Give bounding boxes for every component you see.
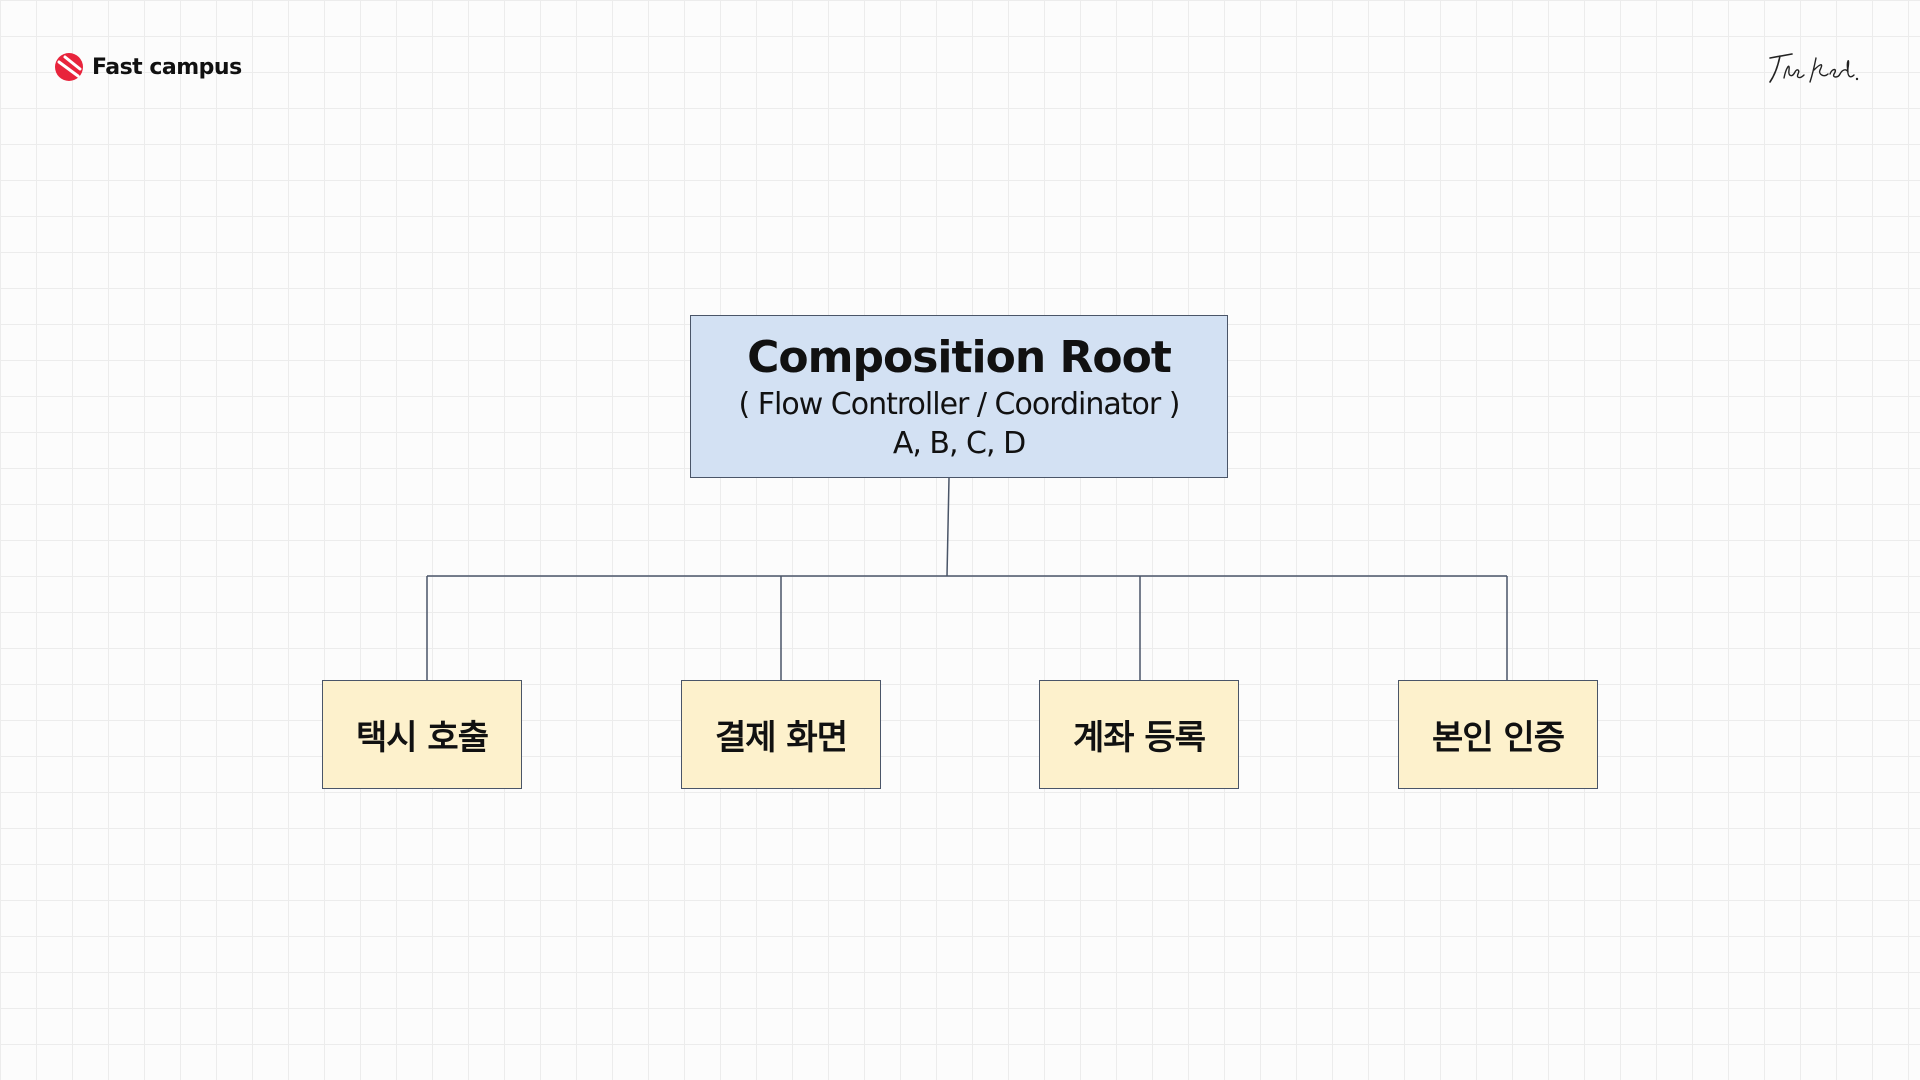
child-node-payment-screen: 결제 화면 [681,680,881,789]
fastcampus-logo-icon [55,53,83,81]
composition-root-node: Composition Root ( Flow Controller / Coo… [690,315,1228,478]
root-stem-line [946,477,950,577]
root-title: Composition Root [747,331,1172,383]
child-node-taxi-call: 택시 호출 [322,680,522,789]
signature-icon [1769,53,1859,83]
child-node-identity-verification: 본인 인증 [1398,680,1598,789]
logo-text: Fast campus [92,54,242,80]
root-subtitle: ( Flow Controller / Coordinator ) [738,386,1181,422]
fastcampus-logo: Fast campus [54,51,242,83]
root-note: A, B, C, D [892,425,1026,461]
child-node-account-registration: 계좌 등록 [1039,680,1239,789]
